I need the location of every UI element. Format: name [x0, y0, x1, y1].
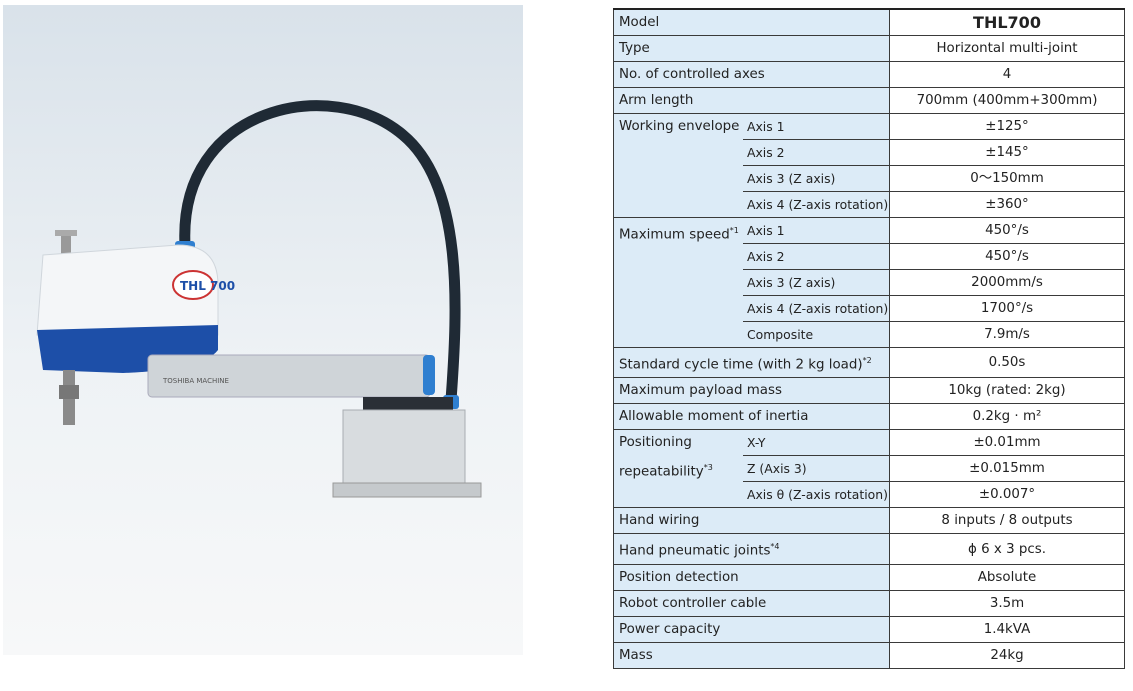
label-text: Standard cycle time (with 2 kg load): [619, 357, 863, 373]
sub-label: Axis 1: [743, 113, 890, 140]
spec-label: Arm length: [613, 87, 890, 114]
spec-label: Robot controller cable: [613, 589, 890, 617]
spec-value: 1700°/s: [889, 295, 1125, 322]
spec-label: Hand pneumatic joints*4: [613, 533, 890, 565]
spec-label: Power capacity: [613, 615, 890, 643]
spec-value: 3.5m: [889, 589, 1125, 617]
spec-label: Hand wiring: [613, 507, 890, 535]
spec-label: Mass: [613, 641, 890, 669]
group-label: Working envelope: [613, 113, 743, 218]
table-row: Axis 4 (Z-axis rotation)1700°/s: [614, 295, 1125, 322]
arm-text: TOSHIBA MACHINE: [162, 377, 229, 385]
table-row: Axis 4 (Z-axis rotation)±360°: [614, 191, 1125, 218]
spec-value: 0～150mm: [889, 165, 1125, 192]
spec-label: Allowable moment of inertia: [613, 403, 890, 431]
sub-label: X-Y: [743, 429, 890, 457]
sub-label: Composite: [743, 321, 890, 348]
spec-label: No. of controlled axes: [613, 61, 890, 88]
spec-value: 10kg (rated: 2kg): [889, 377, 1125, 405]
footnote-mark: *3: [703, 463, 713, 473]
spec-label: Type: [613, 35, 890, 62]
footnote-mark: *4: [770, 542, 780, 552]
label-text: Hand pneumatic joints: [619, 543, 771, 559]
table-row: Positioning repeatability*3 X-Y±0.01mm: [613, 429, 1125, 509]
sub-label: Axis 4 (Z-axis rotation): [743, 191, 890, 218]
spec-value: 450°/s: [889, 243, 1125, 270]
spec-value: ±0.007°: [889, 481, 1125, 509]
spec-value: ±125°: [889, 113, 1125, 140]
spec-value: ±360°: [889, 191, 1125, 218]
spec-label: Standard cycle time (with 2 kg load)*2: [613, 346, 890, 379]
group-label: Maximum speed*1: [613, 217, 743, 348]
footnote-mark: *1: [729, 226, 739, 235]
label-text: repeatability: [619, 464, 704, 480]
group-label: Positioning repeatability*3: [613, 429, 743, 509]
spec-value: 700mm (400mm+300mm): [889, 87, 1125, 114]
sub-label: Axis 1: [743, 217, 890, 244]
spec-value: 4: [889, 61, 1125, 88]
spec-value: 2000mm/s: [889, 269, 1125, 296]
table-row: Axis 2±145°: [614, 139, 1125, 166]
spec-value: 0.50s: [889, 346, 1125, 379]
spec-value: 0.2kg · m²: [889, 403, 1125, 431]
table-row: Z (Axis 3)±0.015mm: [614, 455, 1125, 483]
spec-value: ±0.015mm: [889, 455, 1125, 483]
spec-label: Position detection: [613, 563, 890, 591]
label-text: Positioning: [619, 435, 692, 451]
label-text: Maximum speed: [619, 227, 730, 243]
table-row: Axis 3 (Z axis)2000mm/s: [614, 269, 1125, 296]
sub-label: Axis θ (Z-axis rotation): [743, 481, 890, 509]
logo-text: THL 700: [180, 279, 235, 293]
spec-value: 1.4kVA: [889, 615, 1125, 643]
spec-value: 24kg: [889, 641, 1125, 669]
table-row: Axis θ (Z-axis rotation)±0.007°: [614, 481, 1125, 509]
spec-value: 7.9m/s: [889, 321, 1125, 348]
sub-label: Axis 2: [743, 243, 890, 270]
sub-label: Axis 4 (Z-axis rotation): [743, 295, 890, 322]
sub-label: Z (Axis 3): [743, 455, 890, 483]
spec-value: 450°/s: [889, 217, 1125, 244]
spec-label: Maximum payload mass: [613, 377, 890, 405]
sub-label: Axis 3 (Z axis): [743, 165, 890, 192]
scara-robot-illustration: THL 700 TOSHIBA MACHINE: [36, 100, 482, 498]
model-value: THL700: [889, 8, 1125, 36]
robot-photo: THL 700 TOSHIBA MACHINE: [3, 5, 523, 655]
sub-label: Axis 2: [743, 139, 890, 166]
spec-value: Absolute: [889, 563, 1125, 591]
spec-value: 8 inputs / 8 outputs: [889, 507, 1125, 535]
spec-value: ϕ 6 x 3 pcs.: [889, 533, 1125, 565]
spec-value: ±0.01mm: [889, 429, 1125, 457]
footnote-mark: *2: [862, 356, 872, 365]
sub-label: Axis 3 (Z axis): [743, 269, 890, 296]
table-row: Axis 3 (Z axis)0～150mm: [614, 165, 1125, 192]
spec-value: Horizontal multi-joint: [889, 35, 1125, 62]
spec-label: Model: [613, 8, 890, 36]
spec-value: ±145°: [889, 139, 1125, 166]
